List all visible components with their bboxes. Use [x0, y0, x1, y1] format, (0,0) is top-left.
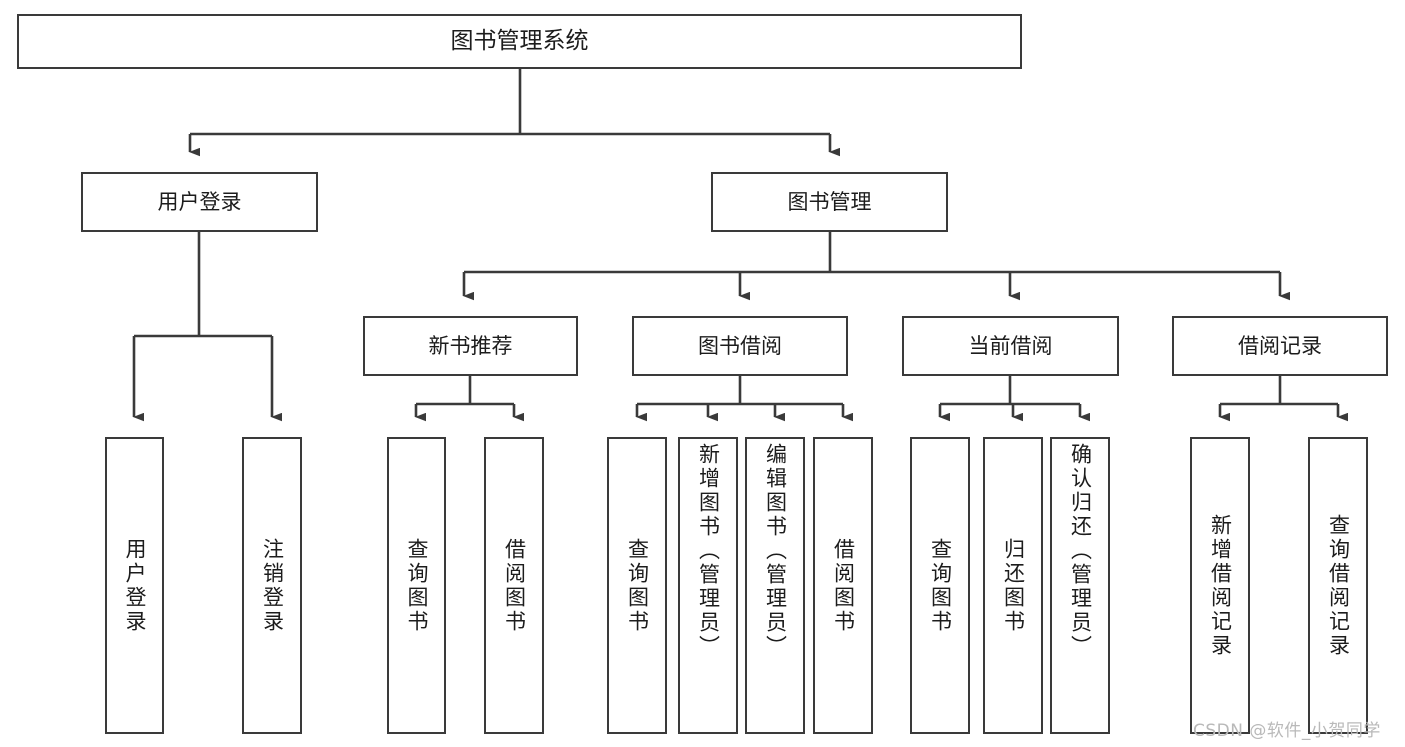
leaf-query-book-borrow[interactable]: 查询图书 [607, 437, 667, 734]
leaf-query-book-recommend[interactable]: 查询图书 [387, 437, 446, 734]
connector-book-borrow-to-leaves [635, 376, 853, 422]
node-label: 查询图书 [928, 537, 953, 634]
leaf-confirm-return-admin[interactable]: 确认归还（管理员） [1050, 437, 1110, 734]
leaf-edit-book-admin[interactable]: 编辑图书（管理员） [745, 437, 805, 734]
node-book-borrow[interactable]: 图书借阅 [632, 316, 848, 376]
connector-user-login-to-leaves [132, 232, 282, 422]
connector-book-manage-to-level3 [462, 232, 1290, 301]
connector-root-to-level2 [188, 69, 840, 157]
node-label: 确认归还（管理员） [1068, 443, 1093, 659]
leaf-user-login[interactable]: 用户登录 [105, 437, 164, 734]
connector-current-borrow-to-leaves [938, 376, 1090, 422]
node-label: 用户登录 [157, 189, 242, 214]
node-label: 用户登录 [123, 537, 147, 634]
node-label: 图书管理系统 [450, 27, 589, 54]
connector-new-book-recommend-to-leaves [414, 376, 524, 422]
node-root-system[interactable]: 图书管理系统 [17, 14, 1022, 69]
node-label: 查询图书 [625, 537, 650, 634]
node-label: 注销登录 [260, 537, 285, 634]
node-label: 图书管理 [787, 189, 872, 214]
node-book-manage[interactable]: 图书管理 [711, 172, 948, 232]
node-label: 借阅图书 [831, 537, 856, 634]
node-label: 借阅图书 [502, 537, 527, 634]
node-label: 查询借阅记录 [1326, 513, 1351, 658]
node-label: 归还图书 [1001, 537, 1026, 634]
leaf-borrow-book-recommend[interactable]: 借阅图书 [484, 437, 544, 734]
node-borrow-record[interactable]: 借阅记录 [1172, 316, 1388, 376]
leaf-query-book-current[interactable]: 查询图书 [910, 437, 970, 734]
leaf-query-borrow-record[interactable]: 查询借阅记录 [1308, 437, 1368, 734]
node-label: 查询图书 [405, 537, 429, 634]
node-label: 新增借阅记录 [1208, 513, 1233, 658]
node-label: 编辑图书（管理员） [763, 443, 788, 659]
leaf-add-book-admin[interactable]: 新增图书（管理员） [678, 437, 738, 734]
node-label: 新增图书（管理员） [696, 443, 721, 659]
node-label: 新书推荐 [428, 333, 513, 358]
node-current-borrow[interactable]: 当前借阅 [902, 316, 1119, 376]
node-label: 图书借阅 [698, 333, 782, 358]
node-new-book-recommend[interactable]: 新书推荐 [363, 316, 578, 376]
node-label: 当前借阅 [968, 333, 1053, 358]
node-label: 借阅记录 [1238, 333, 1322, 358]
node-user-login[interactable]: 用户登录 [81, 172, 318, 232]
leaf-borrow-book-borrow[interactable]: 借阅图书 [813, 437, 873, 734]
connector-borrow-record-to-leaves [1218, 376, 1348, 422]
leaf-user-logout[interactable]: 注销登录 [242, 437, 302, 734]
leaf-add-borrow-record[interactable]: 新增借阅记录 [1190, 437, 1250, 734]
leaf-return-book[interactable]: 归还图书 [983, 437, 1043, 734]
